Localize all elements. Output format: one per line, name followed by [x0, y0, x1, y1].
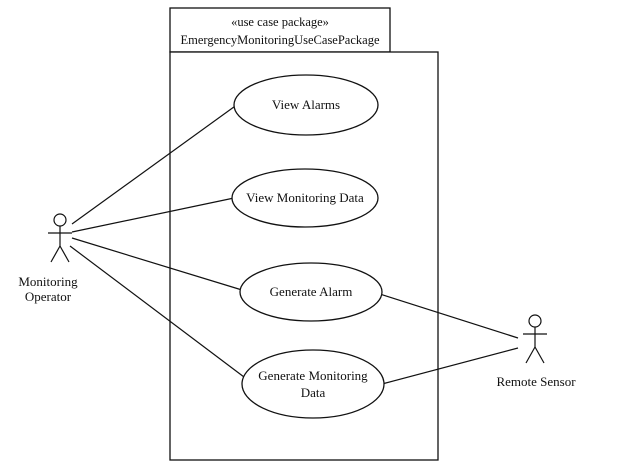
actor-label: Remote Sensor: [496, 374, 576, 389]
actor-label-line1: Monitoring: [18, 274, 78, 289]
package-name: EmergencyMonitoringUseCasePackage: [180, 33, 379, 47]
use-case-generate-alarm: Generate Alarm: [239, 262, 383, 322]
assoc-operator-view-monitoring-data: [71, 197, 235, 233]
assoc-operator-generate-monitoring-data: [69, 245, 249, 381]
use-case-label: View Monitoring Data: [246, 190, 364, 205]
use-case-label: View Alarms: [272, 97, 340, 112]
package-tab: [169, 7, 391, 53]
assoc-sensor-generate-alarm: [379, 293, 519, 339]
use-case-label: Generate Alarm: [270, 284, 353, 299]
stick-figure-icon: [523, 314, 547, 364]
use-case-oval: [241, 349, 385, 419]
actor-monitoring-operator: Monitoring Operator: [18, 213, 78, 304]
use-case-oval: [231, 168, 379, 228]
assoc-sensor-generate-monitoring-data: [381, 347, 519, 385]
actor-label-line2: Operator: [25, 289, 72, 304]
stick-figure-icon: [48, 213, 72, 263]
use-case-oval: [233, 74, 379, 136]
use-case-generate-monitoring-data: Generate Monitoring Data: [241, 349, 385, 419]
use-case-oval: [239, 262, 383, 322]
association-lines: [69, 103, 519, 385]
use-case-label-line1: Generate Monitoring: [258, 368, 368, 383]
use-case-label-line2: Data: [301, 385, 326, 400]
use-case-view-alarms: View Alarms: [233, 74, 379, 136]
assoc-operator-view-alarms: [71, 103, 239, 225]
assoc-operator-generate-alarm: [71, 237, 243, 291]
use-case-view-monitoring-data: View Monitoring Data: [231, 168, 379, 228]
actor-remote-sensor: Remote Sensor: [496, 314, 576, 389]
package-stereotype: «use case package»: [231, 15, 329, 29]
